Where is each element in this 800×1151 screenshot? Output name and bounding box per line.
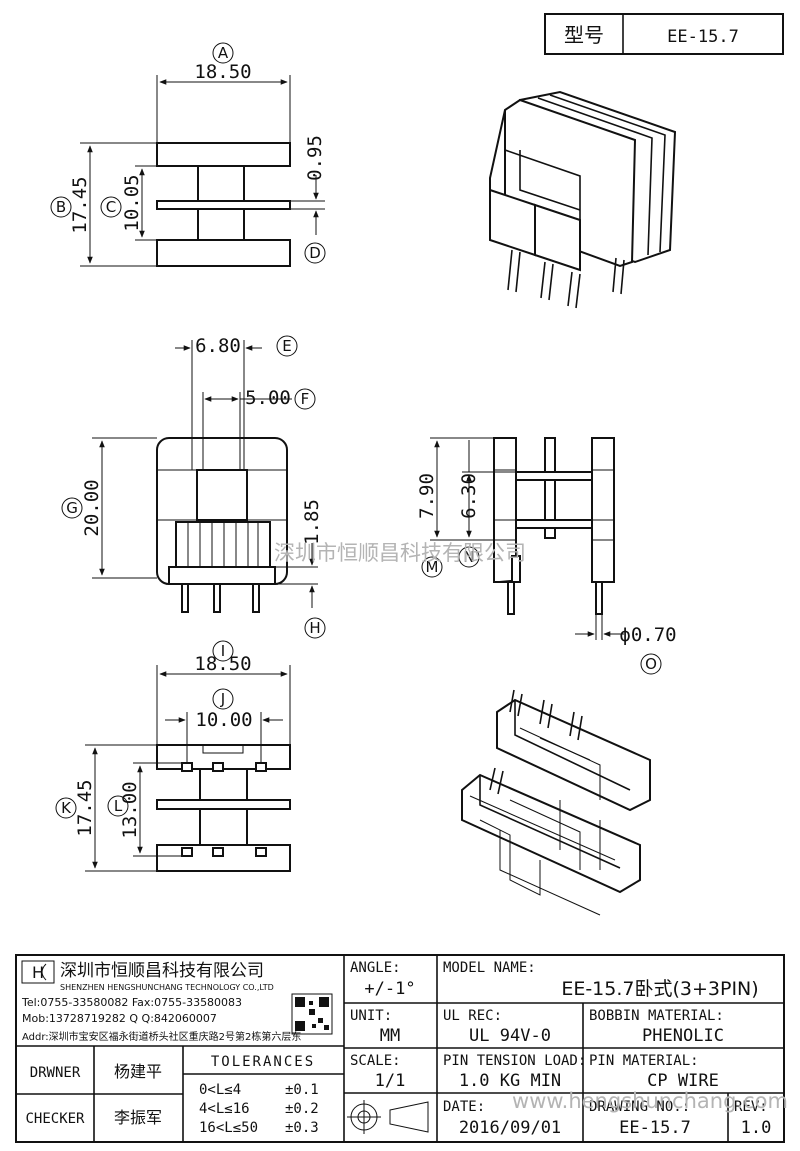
- callout-e: E: [282, 337, 291, 355]
- company-logo: H: [21, 960, 55, 984]
- checker-value: 李振军: [114, 1108, 162, 1127]
- callout-d: D: [309, 244, 321, 262]
- dim-g-text: 20.00: [81, 479, 103, 536]
- tolerance-value-3: ±0.3: [285, 1120, 319, 1136]
- callout-m: M: [426, 558, 439, 576]
- company-address: Addr:深圳市宝安区福永街道桥头社区重庆路2号第2栋第六层东: [22, 1030, 301, 1043]
- tolerance-range-1: 0<L≤4: [199, 1082, 241, 1098]
- tolerance-range-2: 4<L≤16: [199, 1101, 250, 1117]
- company-mob-qq: Mob:13728719282 Q Q:842060007: [22, 1012, 217, 1025]
- bobbin-value: PHENOLIC: [642, 1026, 724, 1046]
- dim-j-text: 10.00: [195, 709, 252, 731]
- bobbin-label: BOBBIN MATERIAL:: [589, 1008, 724, 1024]
- dim-m-text: 7.90: [416, 473, 438, 519]
- model-name-label: MODEL NAME:: [443, 960, 536, 976]
- front-view: 6.80 E 5.00 F 20.00 G 1.85 H: [61, 335, 326, 639]
- drawner-label: DRWNER: [30, 1065, 81, 1081]
- callout-h: H: [309, 619, 320, 637]
- date-value: 2016/09/01: [459, 1118, 561, 1138]
- rev-value: 1.0: [741, 1118, 772, 1138]
- pin-material-value: CP WIRE: [647, 1071, 719, 1091]
- tolerances-label: TOLERANCES: [211, 1054, 315, 1070]
- side-view: 7.90 M 6.30 N ϕ0.70 O: [416, 437, 677, 675]
- tension-label: PIN TENSION LOAD:: [443, 1053, 586, 1069]
- callout-o: O: [645, 655, 657, 673]
- unit-value: MM: [380, 1026, 400, 1046]
- pin-material-label: PIN MATERIAL:: [589, 1053, 699, 1069]
- watermark-center: 深圳市恒顺昌科技有限公司: [274, 541, 526, 565]
- model-value: EE-15.7: [667, 27, 739, 47]
- isometric-view-top: [489, 90, 677, 309]
- callout-g: G: [66, 499, 78, 517]
- company-name-cn: 深圳市恒顺昌科技有限公司: [60, 961, 264, 981]
- isometric-view-bottom: [461, 689, 651, 916]
- dim-a-text: 18.50: [194, 61, 251, 83]
- angle-value: +/-1°: [364, 979, 415, 999]
- date-label: DATE:: [443, 1099, 485, 1115]
- company-name-en: SHENZHEN HENGSHUNCHANG TECHNOLOGY CO.,LT…: [60, 983, 274, 992]
- callout-n: N: [463, 548, 474, 566]
- tolerance-range-3: 16<L≤50: [199, 1120, 258, 1136]
- callout-f: F: [301, 390, 310, 408]
- drawing-no-label: DRAWING NO.:: [589, 1099, 690, 1115]
- dim-i-text: 18.50: [194, 653, 251, 675]
- callout-k: K: [61, 799, 72, 817]
- callout-j: J: [220, 690, 225, 708]
- model-label: 型号: [564, 23, 604, 47]
- callout-i: I: [221, 642, 225, 660]
- dim-l-text: 13.00: [119, 781, 141, 838]
- svg-text:H: H: [32, 963, 44, 982]
- tolerance-value-1: ±0.1: [285, 1082, 319, 1098]
- dim-f-text: 5.00: [245, 387, 291, 409]
- dim-n-text: 6.30: [458, 473, 480, 519]
- callout-b: B: [56, 198, 66, 216]
- ul-value: UL 94V-0: [469, 1026, 551, 1046]
- dim-k-text: 17.45: [74, 779, 96, 836]
- dim-d-text: 0.95: [304, 135, 326, 181]
- dim-b-text: 17.45: [69, 176, 91, 233]
- scale-value: 1/1: [375, 1071, 406, 1091]
- title-block: H 深圳市恒顺昌科技有限公司 SHENZHEN HENGSHUNCHANG TE…: [15, 954, 788, 1143]
- dim-c-text: 10.05: [121, 174, 143, 231]
- dim-h-text: 1.85: [301, 499, 323, 545]
- company-tel-fax: Tel:0755-33580082 Fax:0755-33580083: [21, 996, 242, 1009]
- tension-value: 1.0 KG MIN: [459, 1071, 561, 1091]
- checker-label: CHECKER: [25, 1111, 85, 1127]
- drawner-value: 杨建平: [114, 1062, 162, 1081]
- ul-label: UL REC:: [443, 1008, 502, 1024]
- callout-c: C: [106, 198, 116, 216]
- rev-label: REV:: [734, 1099, 768, 1115]
- model-name-value: EE-15.7卧式(3+3PIN): [561, 978, 758, 1000]
- qr-code: [291, 993, 333, 1035]
- tolerance-value-2: ±0.2: [285, 1101, 319, 1117]
- callout-l: L: [114, 797, 123, 815]
- unit-label: UNIT:: [350, 1008, 392, 1024]
- scale-label: SCALE:: [350, 1053, 401, 1069]
- watermark-bottom: www.hengshunchang.com: [512, 1089, 788, 1113]
- drawing-no-value: EE-15.7: [619, 1118, 691, 1138]
- projection-symbol-icon: [347, 1100, 429, 1134]
- callout-a: A: [218, 44, 229, 62]
- model-header: 型号 EE-15.7: [544, 13, 784, 55]
- bottom-view: 18.50 I 10.00 J 17.45 K 13.00 L: [55, 640, 291, 872]
- angle-label: ANGLE:: [350, 960, 401, 976]
- dim-e-text: 6.80: [195, 335, 241, 357]
- top-view: 18.50 A 17.45 B 10.05 C 0.95 D: [50, 42, 326, 267]
- dim-o-text: ϕ0.70: [619, 624, 676, 646]
